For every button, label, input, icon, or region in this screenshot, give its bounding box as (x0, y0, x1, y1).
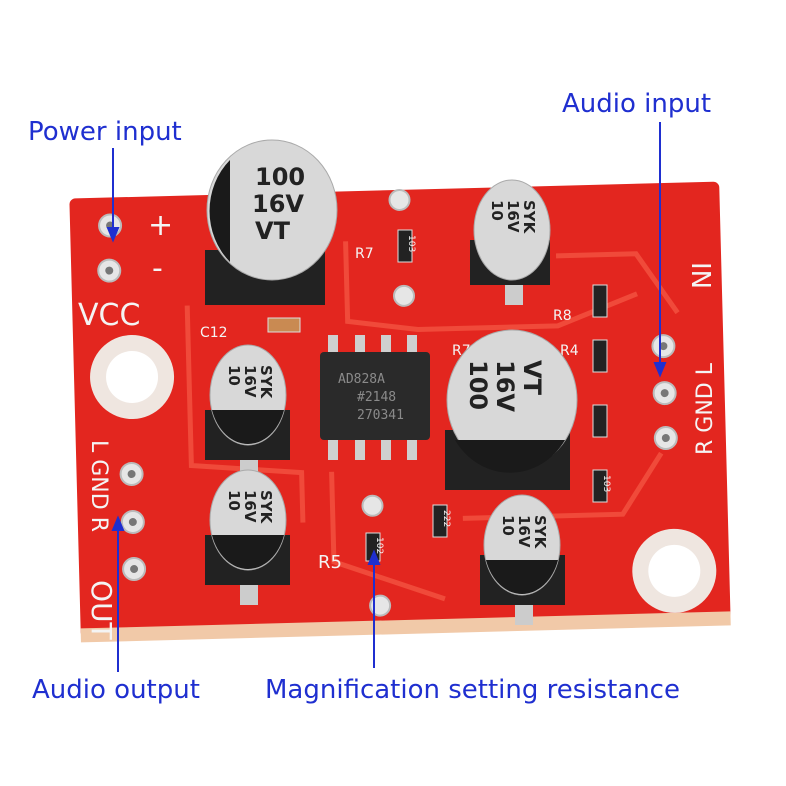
silk-out-pins: L GND R (86, 440, 111, 532)
svg-text:SYK: SYK (257, 365, 275, 400)
svg-text:16V: 16V (504, 200, 522, 233)
resistor-code-r5: 102 (374, 537, 384, 554)
resistor-code-right: 103 (601, 475, 611, 492)
svg-text:16V: 16V (241, 365, 259, 398)
silk-minus: - (152, 251, 163, 286)
capacitor-large-1: 100 16V VT (205, 139, 338, 305)
svg-text:SYK: SYK (520, 200, 538, 235)
silk-plus: + (148, 208, 173, 243)
svg-text:10: 10 (225, 365, 243, 386)
svg-text:VT: VT (255, 217, 291, 245)
board-edge (80, 611, 731, 643)
svg-text:16V: 16V (252, 190, 304, 218)
chip-lot: #2148 (357, 390, 396, 405)
capacitor-small-3: 10 16V SYK (205, 469, 290, 605)
capacitor-large-2: 100 16V VT (445, 329, 578, 490)
silk-r4: R4 (560, 343, 579, 359)
annotation-arrows (106, 122, 667, 672)
svg-text:100: 100 (464, 360, 492, 410)
capacitor-small-1: 10 16V SYK (470, 179, 551, 305)
capacitor-small-2: 10 16V SYK (205, 344, 290, 480)
svg-text:16V: 16V (241, 490, 259, 523)
svg-text:SYK: SYK (531, 515, 549, 550)
label-audio-output: Audio output (32, 675, 200, 705)
label-audio-input: Audio input (562, 89, 711, 119)
svg-text:VT: VT (518, 360, 546, 396)
capacitor-small-4: 10 16V SYK (480, 494, 565, 625)
resistor-code-222: 222 (441, 510, 451, 527)
chip-part: AD828A (338, 372, 385, 387)
svg-text:10: 10 (488, 200, 506, 221)
silk-r7-top: R7 (355, 246, 374, 262)
silk-out: OUT (85, 580, 118, 641)
silk-r8: R8 (553, 308, 572, 324)
silk-vcc: VCC (78, 298, 140, 333)
svg-text:16V: 16V (515, 515, 533, 548)
svg-text:100: 100 (255, 163, 305, 191)
silk-r5: R5 (318, 552, 342, 573)
label-power-input: Power input (28, 117, 182, 147)
svg-text:10: 10 (499, 515, 517, 536)
resistors (267, 229, 608, 562)
silk-in: IN (685, 262, 715, 289)
label-magnification-resistance: Magnification setting resistance (265, 675, 680, 705)
resistor-code-r7: 103 (406, 235, 416, 252)
svg-text:SYK: SYK (257, 490, 275, 525)
chip-code: 270341 (357, 408, 404, 423)
silk-c12: C12 (200, 325, 228, 341)
svg-text:10: 10 (225, 490, 243, 511)
svg-text:16V: 16V (491, 360, 519, 412)
op-amp-chip: AD828A #2148 270341 (320, 335, 430, 460)
silk-in-pins: R GND L (693, 362, 718, 455)
